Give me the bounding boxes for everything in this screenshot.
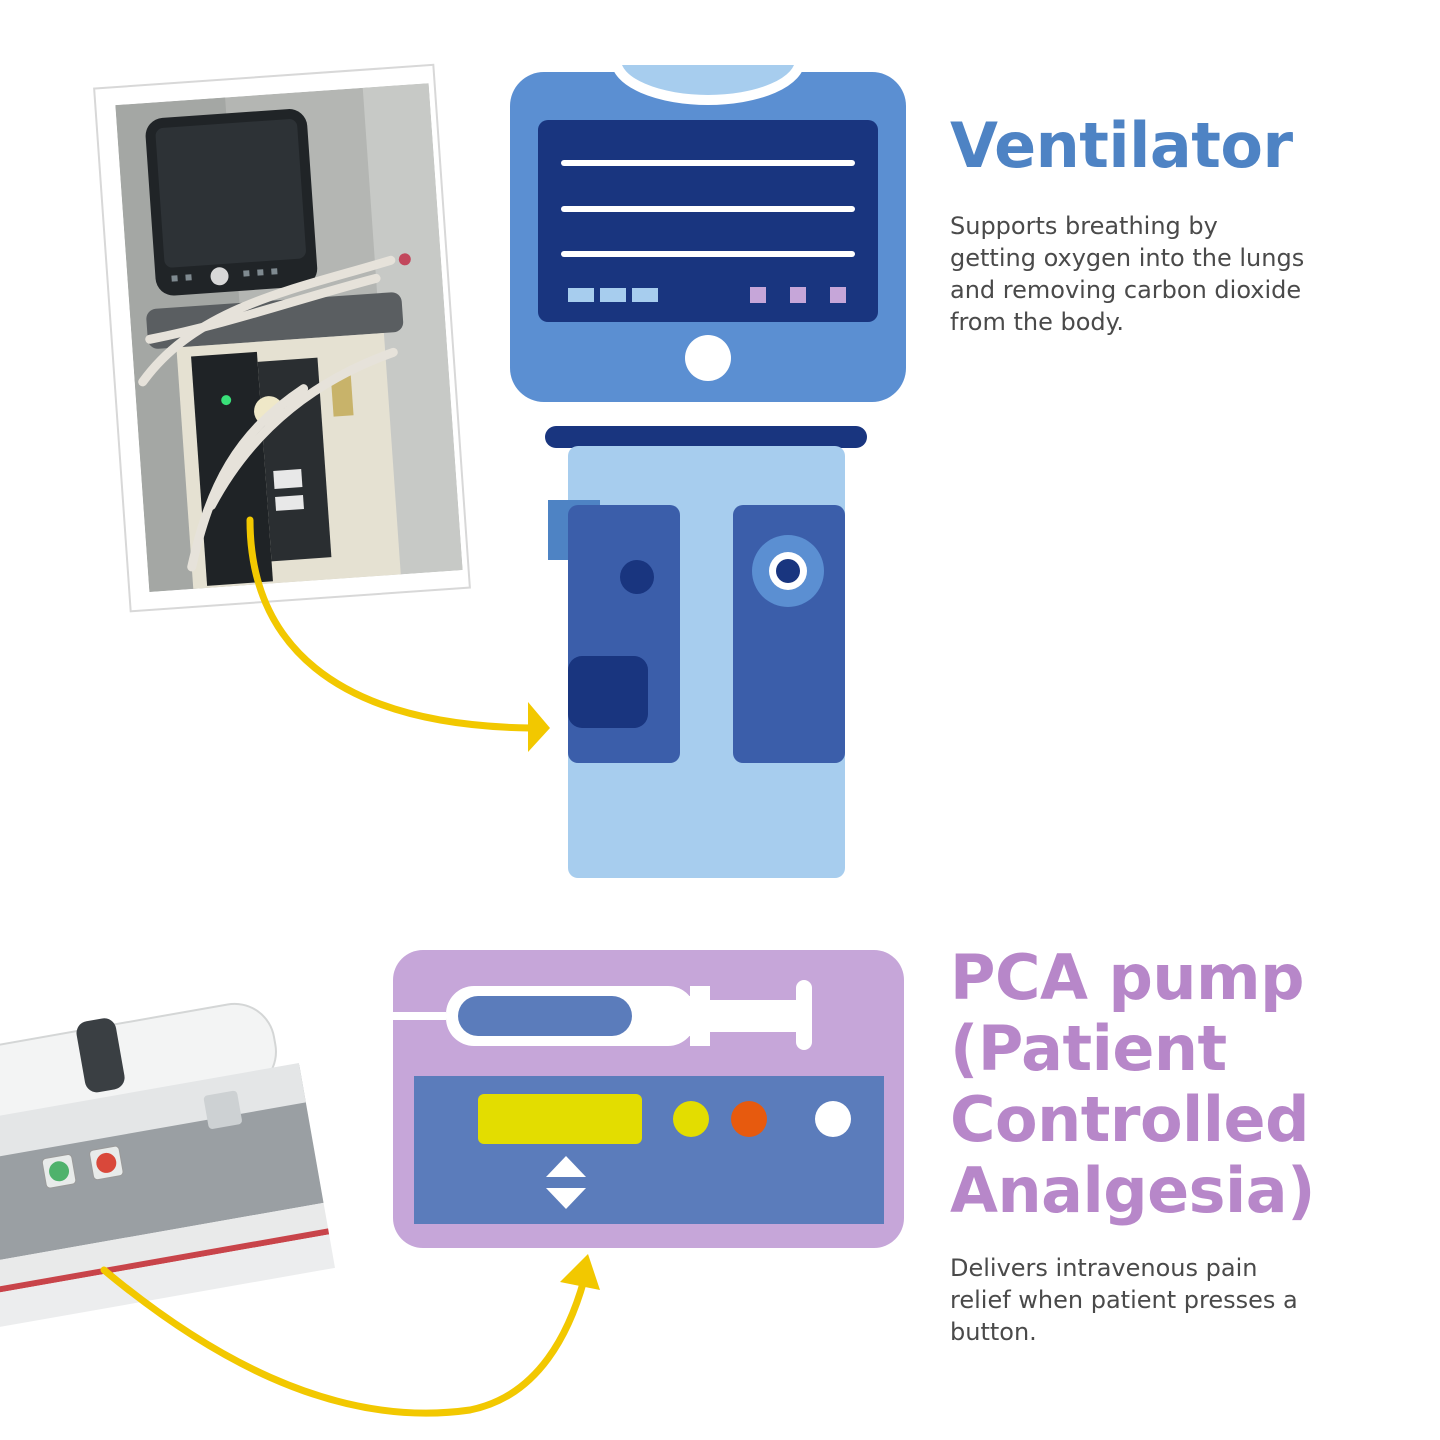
ventilator-title: Ventilator bbox=[950, 109, 1293, 182]
ventilator-description: Supports breathing by getting oxygen int… bbox=[950, 212, 1305, 336]
pca-pump-description: Delivers intravenous pain relief when pa… bbox=[950, 1254, 1298, 1346]
ventilator-illustration bbox=[510, 55, 906, 878]
pca-pump-illustration bbox=[393, 950, 904, 1248]
ventilator-arrow bbox=[246, 516, 534, 732]
pca-pump-photo-icon bbox=[0, 1002, 336, 1329]
pca-pump-arrow bbox=[100, 1266, 588, 1417]
ventilator-arrowhead bbox=[528, 702, 550, 752]
pca-pump-title: PCA pump (Patient Controlled Analgesia) bbox=[950, 941, 1315, 1227]
pca-pump-arrowhead bbox=[560, 1254, 600, 1290]
ventilator-photo-icon bbox=[93, 63, 471, 613]
